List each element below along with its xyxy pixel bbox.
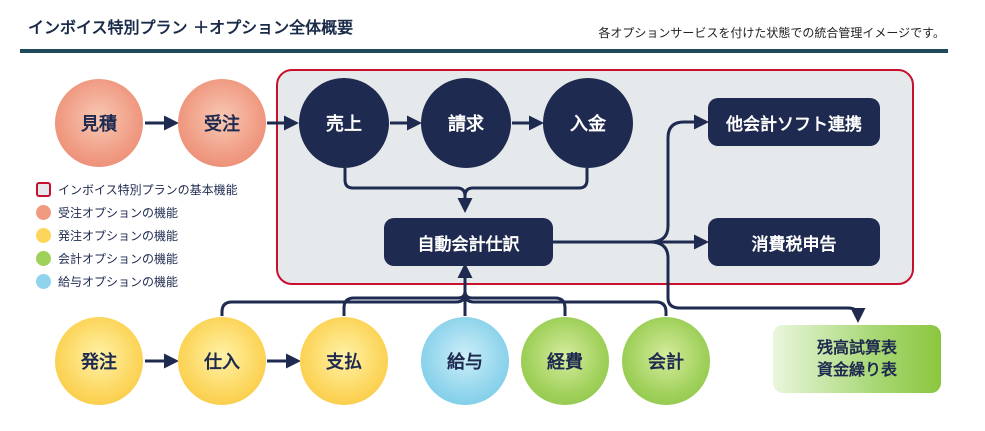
node-renkei: 他会計ソフト連携 (708, 98, 880, 146)
arrow-uriage-shiwake (343, 168, 473, 213)
node-shohizei: 消費税申告 (708, 218, 880, 266)
page-subtitle: 各オプションサービスを付けた状態での統合管理イメージです。 (598, 26, 945, 40)
arrow-shiwake-result (649, 240, 866, 323)
legend-swatch-hatchu (36, 228, 51, 243)
node-mitsumori: 見積 (55, 79, 143, 167)
legend-item-kaikei: 会計オプションの機能 (36, 247, 238, 270)
result-line-2: 資金繰り表 (816, 360, 897, 379)
node-juchu: 受注 (178, 79, 266, 167)
legend-item-hatchu: 発注オプションの機能 (36, 224, 238, 247)
legend-label: 受注オプションの機能 (58, 206, 179, 220)
node-kyuyo: 給与 (421, 317, 509, 405)
legend-swatch-kyuyo (36, 274, 51, 289)
legend-label: 会計オプションの機能 (58, 252, 179, 266)
node-result: 残高試算表 資金繰り表 (773, 325, 941, 393)
node-seikyu: 請求 (421, 78, 511, 168)
arrow-kaikei-shiwake (463, 292, 668, 316)
node-nyukin: 入金 (543, 78, 633, 168)
node-shiire: 仕入 (178, 317, 266, 405)
legend-swatch-juchu (36, 205, 51, 220)
page-title: インボイス特別プラン ＋オプション全体概要 (28, 18, 354, 37)
node-shiharai: 支払 (300, 317, 388, 405)
legend-label: インボイス特別プランの基本機能 (58, 183, 238, 197)
node-keihi: 経費 (521, 317, 609, 405)
legend-item-kyuyo: 給与オプションの機能 (36, 270, 238, 293)
legend-label: 発注オプションの機能 (58, 229, 179, 243)
legend: インボイス特別プランの基本機能 受注オプションの機能 発注オプションの機能 会計… (36, 178, 238, 293)
node-kaikei: 会計 (622, 317, 710, 405)
node-hatchu: 発注 (55, 317, 143, 405)
legend-swatch-kaikei (36, 251, 51, 266)
result-line-1: 残高試算表 (816, 338, 897, 357)
arrow-shiwake-renkei (649, 114, 709, 244)
legend-label: 給与オプションの機能 (58, 275, 179, 289)
header-rule (20, 49, 948, 53)
node-uriage: 売上 (299, 78, 389, 168)
legend-item-basic: インボイス特別プランの基本機能 (36, 178, 238, 201)
node-jido-shiwake: 自動会計仕訳 (384, 218, 553, 266)
legend-item-juchu: 受注オプションの機能 (36, 201, 238, 224)
arrow-nyukin-shiwake (463, 168, 589, 197)
legend-swatch-basic (36, 182, 51, 197)
